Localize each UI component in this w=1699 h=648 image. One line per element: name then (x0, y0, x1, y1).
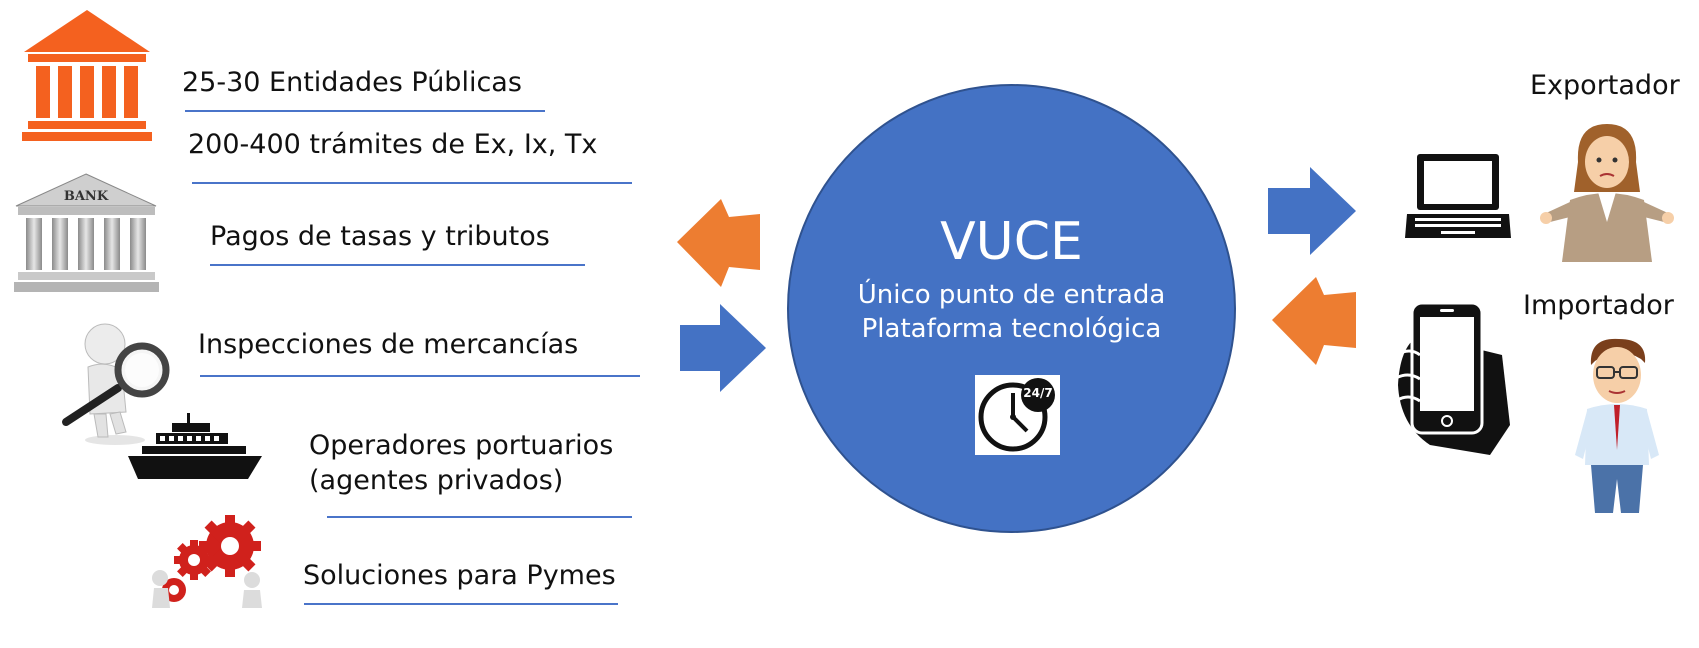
label-entidades-publicas: 25-30 Entidades Públicas (182, 67, 522, 98)
label-importador: Importador (1523, 290, 1674, 321)
gears-figure-icon (152, 515, 262, 608)
clock-badge: 24/7 (975, 375, 1060, 455)
vuce-line-2: Plataforma tecnológica (861, 314, 1162, 344)
svg-text:BANK: BANK (64, 189, 109, 204)
label-exportador: Exportador (1530, 70, 1680, 101)
vuce-line-1: Único punto de entrada (857, 280, 1166, 310)
bank-building-icon: BANK (14, 173, 159, 292)
smartphone-icon (1393, 301, 1510, 455)
label-pagos: Pagos de tasas y tributos (210, 221, 550, 252)
underline (185, 110, 545, 112)
vuce-circle (787, 84, 1236, 533)
magnifier-figure-icon (62, 323, 170, 445)
underline (200, 375, 640, 377)
label-soluciones-pymes: Soluciones para Pymes (303, 560, 616, 591)
badge-24-7: 24/7 (1023, 386, 1053, 400)
businessman-icon (1575, 338, 1659, 513)
businesswoman-icon (1540, 124, 1674, 262)
underline (192, 182, 632, 184)
underline (304, 603, 618, 605)
blue-arrow-right (680, 304, 766, 392)
orange-arrow-left (677, 199, 760, 287)
government-building-icon (22, 10, 152, 141)
blue-arrow-right-2 (1268, 167, 1356, 255)
label-agentes-privados: (agentes privados) (309, 465, 564, 496)
clock-icon (978, 378, 1055, 452)
underline (210, 264, 585, 266)
underline (327, 516, 632, 518)
label-inspecciones: Inspecciones de mercancías (198, 329, 579, 360)
label-operadores: Operadores portuarios (309, 430, 614, 461)
vuce-title: VUCE (940, 212, 1083, 272)
label-tramites: 200-400 trámites de Ex, Ix, Tx (188, 129, 598, 160)
laptop-icon (1405, 154, 1511, 238)
orange-arrow-left-2 (1272, 277, 1356, 365)
ship-icon (128, 413, 262, 479)
